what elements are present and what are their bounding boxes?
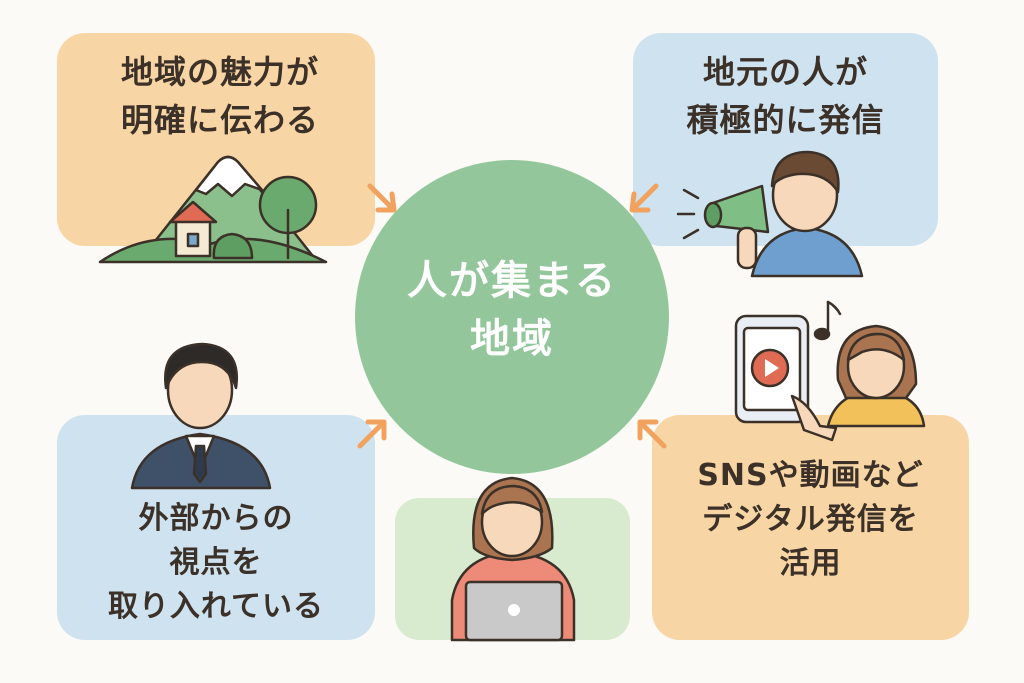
hub-circle xyxy=(355,160,669,474)
arrow-from-bottom-right xyxy=(637,419,667,449)
arrow-from-top-right xyxy=(629,183,659,213)
hub-line-1: 人が集まる xyxy=(407,258,617,304)
card-text-line: 視点を xyxy=(169,545,263,580)
card-text-line: 地元の人が xyxy=(702,53,868,91)
card-text-line: 地域の魅力が xyxy=(120,53,319,91)
arrow-from-bottom-left xyxy=(357,419,387,449)
card-digital-text: SNSや動画など デジタル発信を 活用 xyxy=(652,454,969,586)
card-outside-perspective-text: 外部からの 視点を 取り入れている xyxy=(57,497,375,629)
card-text-line: SNSや動画など xyxy=(697,458,924,493)
card-text-line: 積極的に発信 xyxy=(686,101,885,139)
card-text-line: 取り入れている xyxy=(107,589,325,624)
card-text-line: 活用 xyxy=(779,546,842,581)
arrow-from-top-left xyxy=(367,183,397,213)
card-text-line: 明確に伝わる xyxy=(120,101,319,139)
card-digital xyxy=(652,415,969,640)
landscape-icon xyxy=(98,155,328,264)
laptop-person-icon xyxy=(450,476,576,642)
card-attractiveness-text: 地域の魅力が 明確に伝わる xyxy=(70,48,370,144)
hub-label: 人が集まる 地域 xyxy=(355,252,669,368)
arrow-icon xyxy=(357,183,667,449)
card-text-line: 外部からの xyxy=(138,501,294,536)
hub-line-2: 地域 xyxy=(470,316,554,362)
card-text-line: デジタル発信を xyxy=(702,502,919,537)
megaphone-person-icon xyxy=(676,150,864,278)
businessman-icon xyxy=(130,342,272,490)
card-local-people-text: 地元の人が 積極的に発信 xyxy=(633,48,938,144)
smartphone-person-icon xyxy=(734,300,926,442)
